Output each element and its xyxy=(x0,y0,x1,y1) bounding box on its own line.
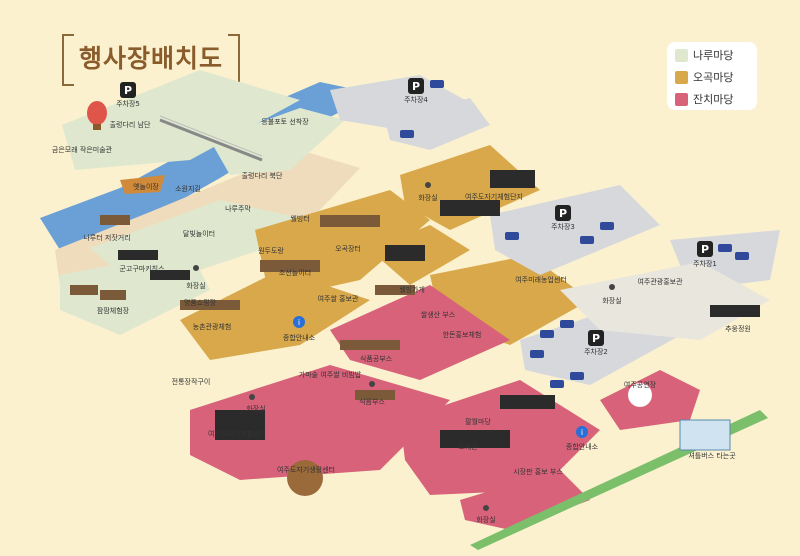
legend-item-naru: 나루마당 xyxy=(675,46,757,64)
label-restroom-d: 화장실 xyxy=(602,296,621,305)
label-yeoju-rice: 가마솥 여주쌀 비빔밥 xyxy=(299,370,362,379)
parking3-label: 주차장3 xyxy=(551,222,575,231)
parking4-pin: P 주차장4 xyxy=(404,78,428,104)
label-restroom-c: 화장실 xyxy=(418,193,437,202)
label-rice-center: 여주도자기생활센터 xyxy=(277,465,335,474)
label-grain-ship: 조선놀이터 xyxy=(279,268,311,277)
legend-label: 오곡마당 xyxy=(693,71,734,84)
legend-swatch xyxy=(675,48,688,62)
label-nuri-cafe: 웰빙터 xyxy=(290,214,309,223)
bridge-cable xyxy=(159,115,263,157)
info-icons: i i xyxy=(293,316,588,438)
label-exp-center: 여주도자기체험센터 xyxy=(208,429,266,438)
label-yeoju-pavilion: 여주쌀 홍보관 xyxy=(318,294,359,303)
legend-item-ogok: 오곡마당 xyxy=(675,68,757,86)
svg-text:P: P xyxy=(592,332,600,345)
restroom-icons xyxy=(193,182,615,511)
label-kids-park: 군고구마키친스 xyxy=(119,264,165,273)
label-exp-zone: 여주도자기체험단지 xyxy=(465,192,523,201)
label-restroom-e: 화장실 xyxy=(246,404,265,413)
label-balloon: 출렁다리 남단 xyxy=(110,120,151,129)
parking5-pin: P 주차장5 xyxy=(116,82,140,108)
label-shuttle: 셔틀버스 타는곳 xyxy=(688,451,736,460)
label-food-booth: 식음부스 xyxy=(359,397,385,406)
parking1-label: 주차장1 xyxy=(693,259,717,268)
label-main-stage: 도예관 xyxy=(458,442,478,451)
label-festival-exp: 금은모래 작은미술관 xyxy=(52,145,113,154)
label-fresh-booth: 식품공부스 xyxy=(360,354,393,363)
plaza-east xyxy=(560,262,770,340)
label-yeoju-hall: 여주공연장 xyxy=(624,380,657,389)
label-yeojeong: 여주관광홍보관 xyxy=(637,277,683,286)
legend-item-janchi: 잔치마당 xyxy=(675,90,757,108)
map-title: 행사장배치도 xyxy=(78,44,223,73)
label-farm-exp: 팜팜체험장 xyxy=(97,306,130,315)
label-bridge-north: 출렁다리 북단 xyxy=(242,171,283,180)
label-traditional: 전통장작구이 xyxy=(172,377,211,386)
svg-text:P: P xyxy=(124,84,132,97)
ship-icon xyxy=(120,175,165,194)
janchi-zone-restroom xyxy=(460,470,590,530)
label-gwangjang: 농촌관광체험 xyxy=(193,322,232,331)
parking2-pin: P 주차장2 xyxy=(584,330,608,356)
legend: 나루마당 오곡마당 잔치마당 xyxy=(667,42,757,110)
dark-buildings xyxy=(118,170,760,448)
label-grain-store: 오곡장터 xyxy=(335,244,361,253)
legend-label: 나루마당 xyxy=(693,49,734,62)
label-info-center: 종합안내소 xyxy=(283,333,316,342)
ogok-zone-center xyxy=(255,190,430,300)
svg-text:i: i xyxy=(298,318,300,327)
parked-cars xyxy=(400,80,749,388)
shuttle-shelter xyxy=(679,419,731,451)
label-bus-market: 나루터 저잣거리 xyxy=(83,233,130,242)
parking4-label: 주차장4 xyxy=(404,95,428,104)
label-green-exp: 한돈홍보체험 xyxy=(443,330,482,339)
svg-text:P: P xyxy=(701,243,709,256)
svg-text:i: i xyxy=(581,428,583,437)
label-restroom-a: 화장실 xyxy=(186,281,205,290)
label-restroom-f: 화장실 xyxy=(476,515,495,524)
label-yeoju-shop: 명품쇼핑장 xyxy=(184,298,217,307)
janchi-zone-center xyxy=(330,285,510,380)
label-fish-market: 옛놀이장 xyxy=(133,182,159,191)
ogok-zone-top xyxy=(400,145,540,230)
suspension-bridge xyxy=(159,118,263,162)
label-boat-dock: 등불포토 선착장 xyxy=(261,117,309,126)
label-nature-play: 나루주막 xyxy=(225,204,251,213)
label-walkway: 팔월마당 xyxy=(465,417,491,426)
place-labels: 출렁다리 남단 금은모래 작은미술관 옛놀이장 소원지길 등불포토 선착장 출렁… xyxy=(52,117,751,524)
label-pioneer: 웰빙가게 xyxy=(399,285,425,294)
parking3-pin: P 주차장3 xyxy=(551,205,575,231)
label-blue-stage: 추웅정원 xyxy=(725,324,751,333)
naru-zone-east xyxy=(210,108,345,175)
label-yangban: 쌀생산 부스 xyxy=(421,310,456,319)
naru-zone-north xyxy=(62,70,300,170)
svg-text:P: P xyxy=(412,80,420,93)
label-wonder: 원두도랑 xyxy=(258,246,284,255)
label-lantern: 달빛놀이터 xyxy=(183,229,215,238)
legend-label: 잔치마당 xyxy=(693,93,734,106)
title-frame: 행사장배치도 xyxy=(62,34,240,86)
parking5-label: 주차장5 xyxy=(116,99,140,108)
parking3-lot xyxy=(490,185,660,275)
label-marketplace: 시장판 홍보 부스 xyxy=(513,467,563,476)
balloon-icon xyxy=(87,101,107,130)
yeoju-hall-dome xyxy=(628,383,652,407)
legend-swatch xyxy=(675,70,688,84)
parking1-pin: P 주차장1 xyxy=(693,241,717,268)
svg-text:P: P xyxy=(559,207,567,220)
label-boat-stage: 소원지길 xyxy=(175,184,201,193)
booth-rows xyxy=(70,215,415,400)
label-info-center2: 종합안내소 xyxy=(566,442,599,451)
label-yeoju-center: 여주미래농업센터 xyxy=(515,275,567,284)
rice-center-building xyxy=(287,460,323,496)
ogok-zone-south xyxy=(180,270,370,360)
parking4-area xyxy=(330,75,465,130)
legend-swatch xyxy=(675,92,688,106)
parking2-label: 주차장2 xyxy=(584,347,608,356)
